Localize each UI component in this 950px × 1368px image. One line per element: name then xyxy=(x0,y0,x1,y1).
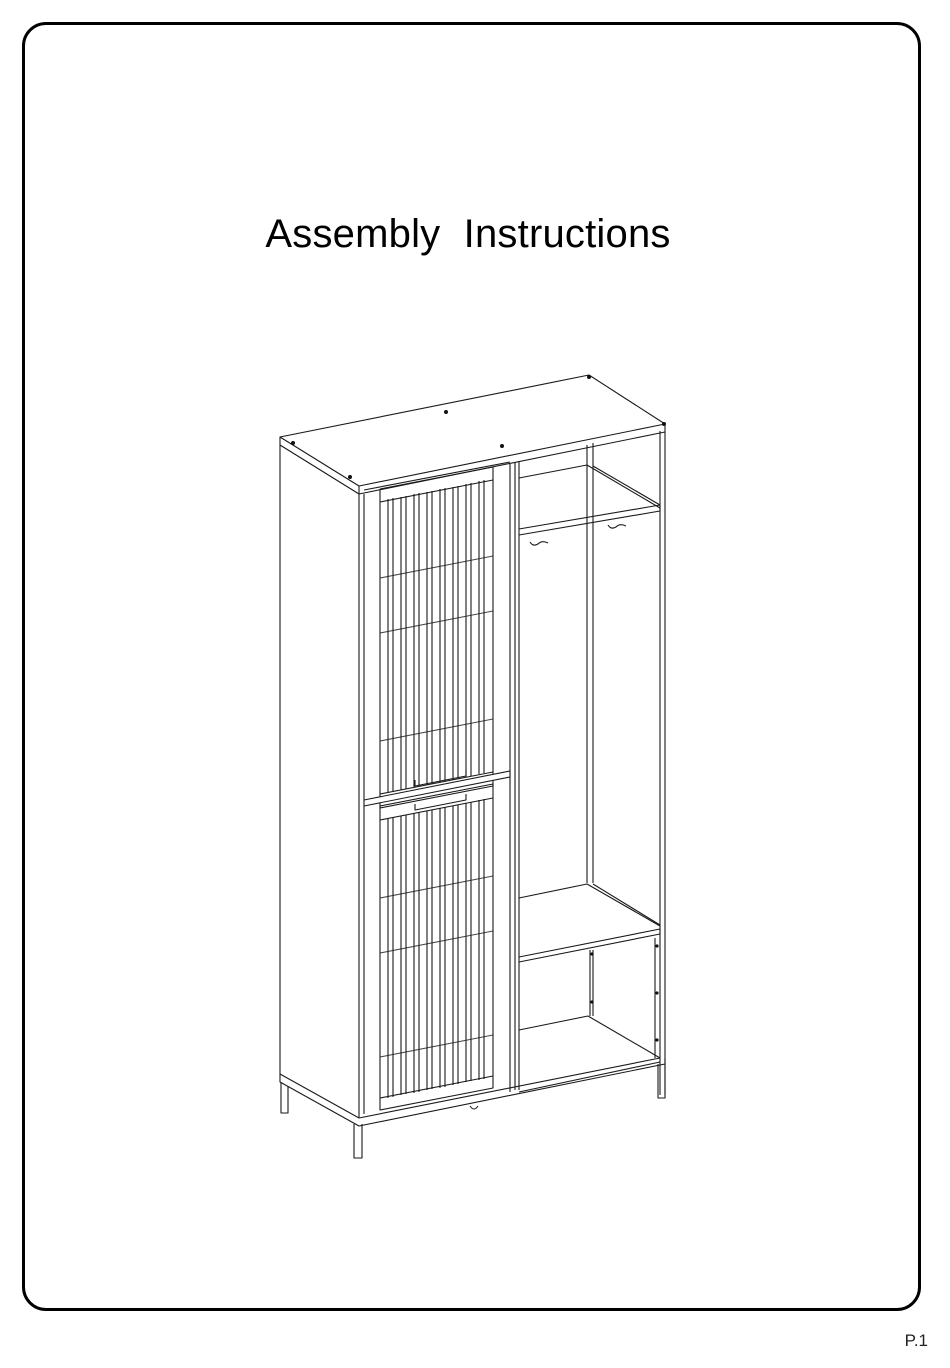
lower-door-slats xyxy=(387,799,485,1098)
internal-shelves-behind-doors xyxy=(379,555,494,1058)
upper-door xyxy=(363,461,511,809)
cabinet-legs xyxy=(280,1064,666,1159)
cabinet-right-side xyxy=(586,431,666,1095)
page-number: P.1 xyxy=(904,1331,928,1350)
lower-door-handle xyxy=(414,794,467,811)
upper-door-handle xyxy=(414,770,467,787)
door-separator-rail xyxy=(363,770,511,807)
upper-shelf xyxy=(518,464,661,546)
cabinet-top-panel xyxy=(279,374,666,495)
cabinet-left-side xyxy=(279,445,365,1119)
lower-door xyxy=(379,783,494,1111)
cabinet-base xyxy=(279,1057,666,1127)
cabinet-center-divider xyxy=(509,461,520,1092)
bottom-compartment xyxy=(518,938,661,1093)
page-title: Assembly Instructions xyxy=(265,212,671,256)
upper-door-slats xyxy=(387,480,485,792)
middle-shelf xyxy=(518,883,661,963)
page-border xyxy=(22,22,921,1311)
